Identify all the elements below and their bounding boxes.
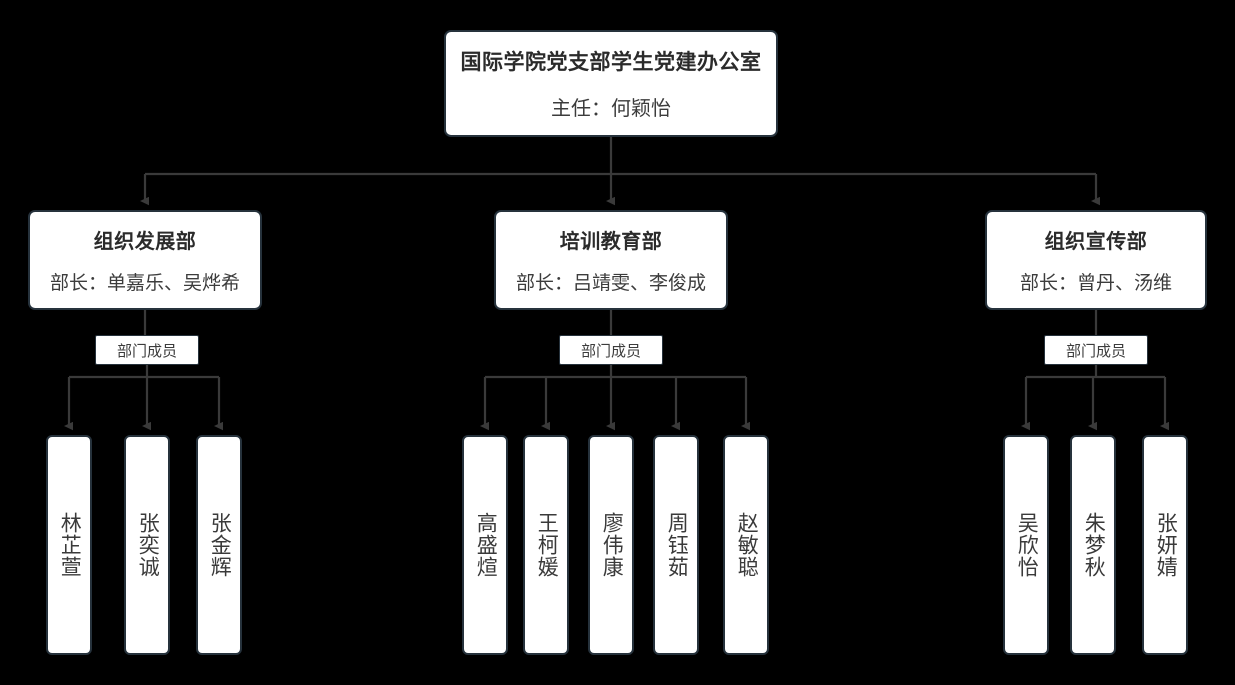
person-node[interactable]: 林芷萱 xyxy=(46,435,92,655)
person-name: 张金辉 xyxy=(208,512,232,578)
department-node-2[interactable]: 组织宣传部 部长：曾丹、汤维 xyxy=(985,210,1207,310)
person-node[interactable]: 高盛煊 xyxy=(462,435,508,655)
person-node[interactable]: 张金辉 xyxy=(196,435,242,655)
person-name: 王柯媛 xyxy=(535,512,559,578)
members-label-1[interactable]: 部门成员 xyxy=(559,335,663,365)
department-title: 培训教育部 xyxy=(559,231,663,253)
root-subtitle: 主任：何颖怡 xyxy=(551,98,671,120)
person-name: 周钰茹 xyxy=(665,512,689,578)
department-head: 部长：单嘉乐、吴烨希 xyxy=(49,273,240,294)
person-node[interactable]: 朱梦秋 xyxy=(1070,435,1116,655)
department-node-1[interactable]: 培训教育部 部长：吕靖雯、李俊成 xyxy=(494,210,728,310)
person-name: 赵敏聪 xyxy=(735,512,759,578)
person-node[interactable]: 周钰茹 xyxy=(653,435,699,655)
person-node[interactable]: 赵敏聪 xyxy=(723,435,769,655)
person-node[interactable]: 吴欣怡 xyxy=(1003,435,1049,655)
root-title: 国际学院党支部学生党建办公室 xyxy=(460,51,762,74)
person-name: 林芷萱 xyxy=(58,512,82,578)
person-node[interactable]: 王柯媛 xyxy=(523,435,569,655)
person-name: 张妍婧 xyxy=(1154,512,1178,578)
members-label-0[interactable]: 部门成员 xyxy=(95,335,199,365)
department-node-0[interactable]: 组织发展部 部长：单嘉乐、吴烨希 xyxy=(28,210,262,310)
members-label-2[interactable]: 部门成员 xyxy=(1044,335,1148,365)
department-head: 部长：吕靖雯、李俊成 xyxy=(515,273,706,294)
department-head: 部长：曾丹、汤维 xyxy=(1019,273,1172,294)
person-name: 吴欣怡 xyxy=(1015,512,1039,578)
department-title: 组织发展部 xyxy=(93,231,197,253)
person-node[interactable]: 张妍婧 xyxy=(1142,435,1188,655)
person-node[interactable]: 张奕诚 xyxy=(124,435,170,655)
root-node[interactable]: 国际学院党支部学生党建办公室 主任：何颖怡 xyxy=(444,30,778,137)
person-name: 廖伟康 xyxy=(600,512,624,578)
person-name: 高盛煊 xyxy=(474,512,498,578)
person-node[interactable]: 廖伟康 xyxy=(588,435,634,655)
department-title: 组织宣传部 xyxy=(1044,231,1148,253)
person-name: 张奕诚 xyxy=(136,512,160,578)
person-name: 朱梦秋 xyxy=(1082,512,1106,578)
